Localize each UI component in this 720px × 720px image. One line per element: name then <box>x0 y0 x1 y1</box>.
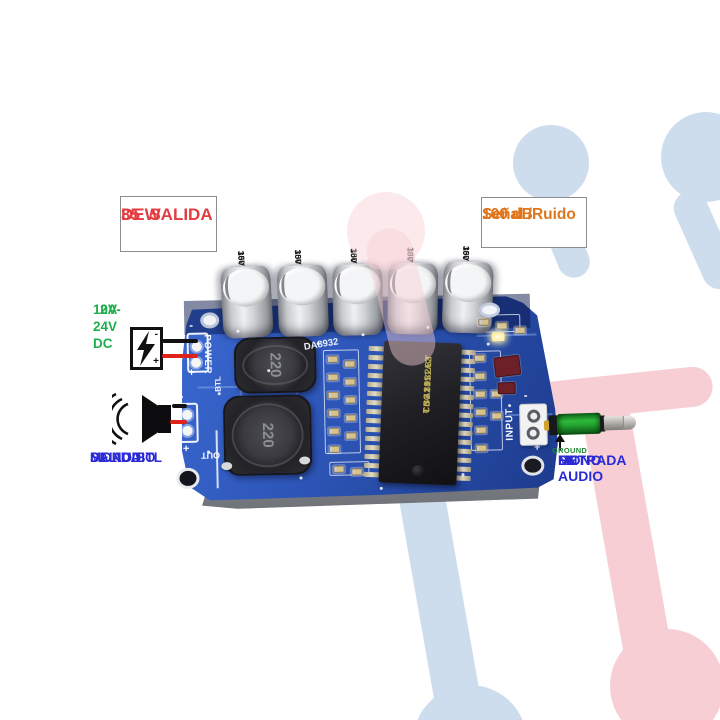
watermark-blue-circle-right <box>661 112 720 202</box>
supply-current: 2A <box>100 302 118 317</box>
supply-positive-wire <box>162 354 198 358</box>
watermark-blue-tail-right <box>668 185 720 295</box>
speaker-negative-wire <box>172 404 187 408</box>
supply-plus-mark: + <box>153 356 159 367</box>
via <box>236 329 240 333</box>
jack-barrel <box>556 412 602 436</box>
supply-voltage-range: 10V-24V DC <box>93 302 121 351</box>
via <box>206 450 210 454</box>
spec-box-output-power: 35 W DE SALIDA <box>120 196 217 252</box>
watermark-pink-circle-top <box>347 192 425 270</box>
via <box>486 342 490 346</box>
supply-minus-mark: - <box>154 329 158 340</box>
jack-tip <box>623 415 637 430</box>
via <box>316 342 320 346</box>
audio-output-line1: SALIDA <box>90 450 141 465</box>
watermark-pink-circle-bottom <box>610 629 720 720</box>
supply-negative-wire <box>162 339 198 343</box>
via <box>361 333 365 337</box>
audio-input-line2: DE AUDIO <box>558 452 604 484</box>
audio-output-line2: DE AUDIO <box>90 450 156 465</box>
output-power-value: 35 W <box>121 205 161 224</box>
vias <box>176 293 570 515</box>
ground-arrow <box>555 434 565 442</box>
watermark-blue-circle-bottom <box>413 685 527 720</box>
audio-input-line3: MONO <box>558 452 602 468</box>
audio-output-line3: MONO BTL <box>90 450 162 465</box>
via <box>299 476 303 480</box>
ground-label: GROUND <box>552 446 588 455</box>
via <box>461 473 465 477</box>
speaker-icon <box>112 392 176 446</box>
snr-caption: Señal /Ruido <box>482 206 576 223</box>
snr-value: 100 dB <box>482 206 533 223</box>
output-power-caption: DE SALIDA <box>121 205 213 224</box>
via <box>267 369 271 373</box>
ground-arrow-stem <box>559 441 561 450</box>
via <box>379 486 383 490</box>
spec-box-snr: Señal /Ruido 100 dB <box>481 197 587 248</box>
speaker-positive-wire <box>170 420 187 424</box>
via <box>217 392 221 396</box>
dc-supply-icon: - + <box>130 327 163 370</box>
jack-shaft <box>603 415 625 431</box>
via <box>508 404 512 408</box>
audio-input-line1: ENTRADA <box>558 452 627 468</box>
